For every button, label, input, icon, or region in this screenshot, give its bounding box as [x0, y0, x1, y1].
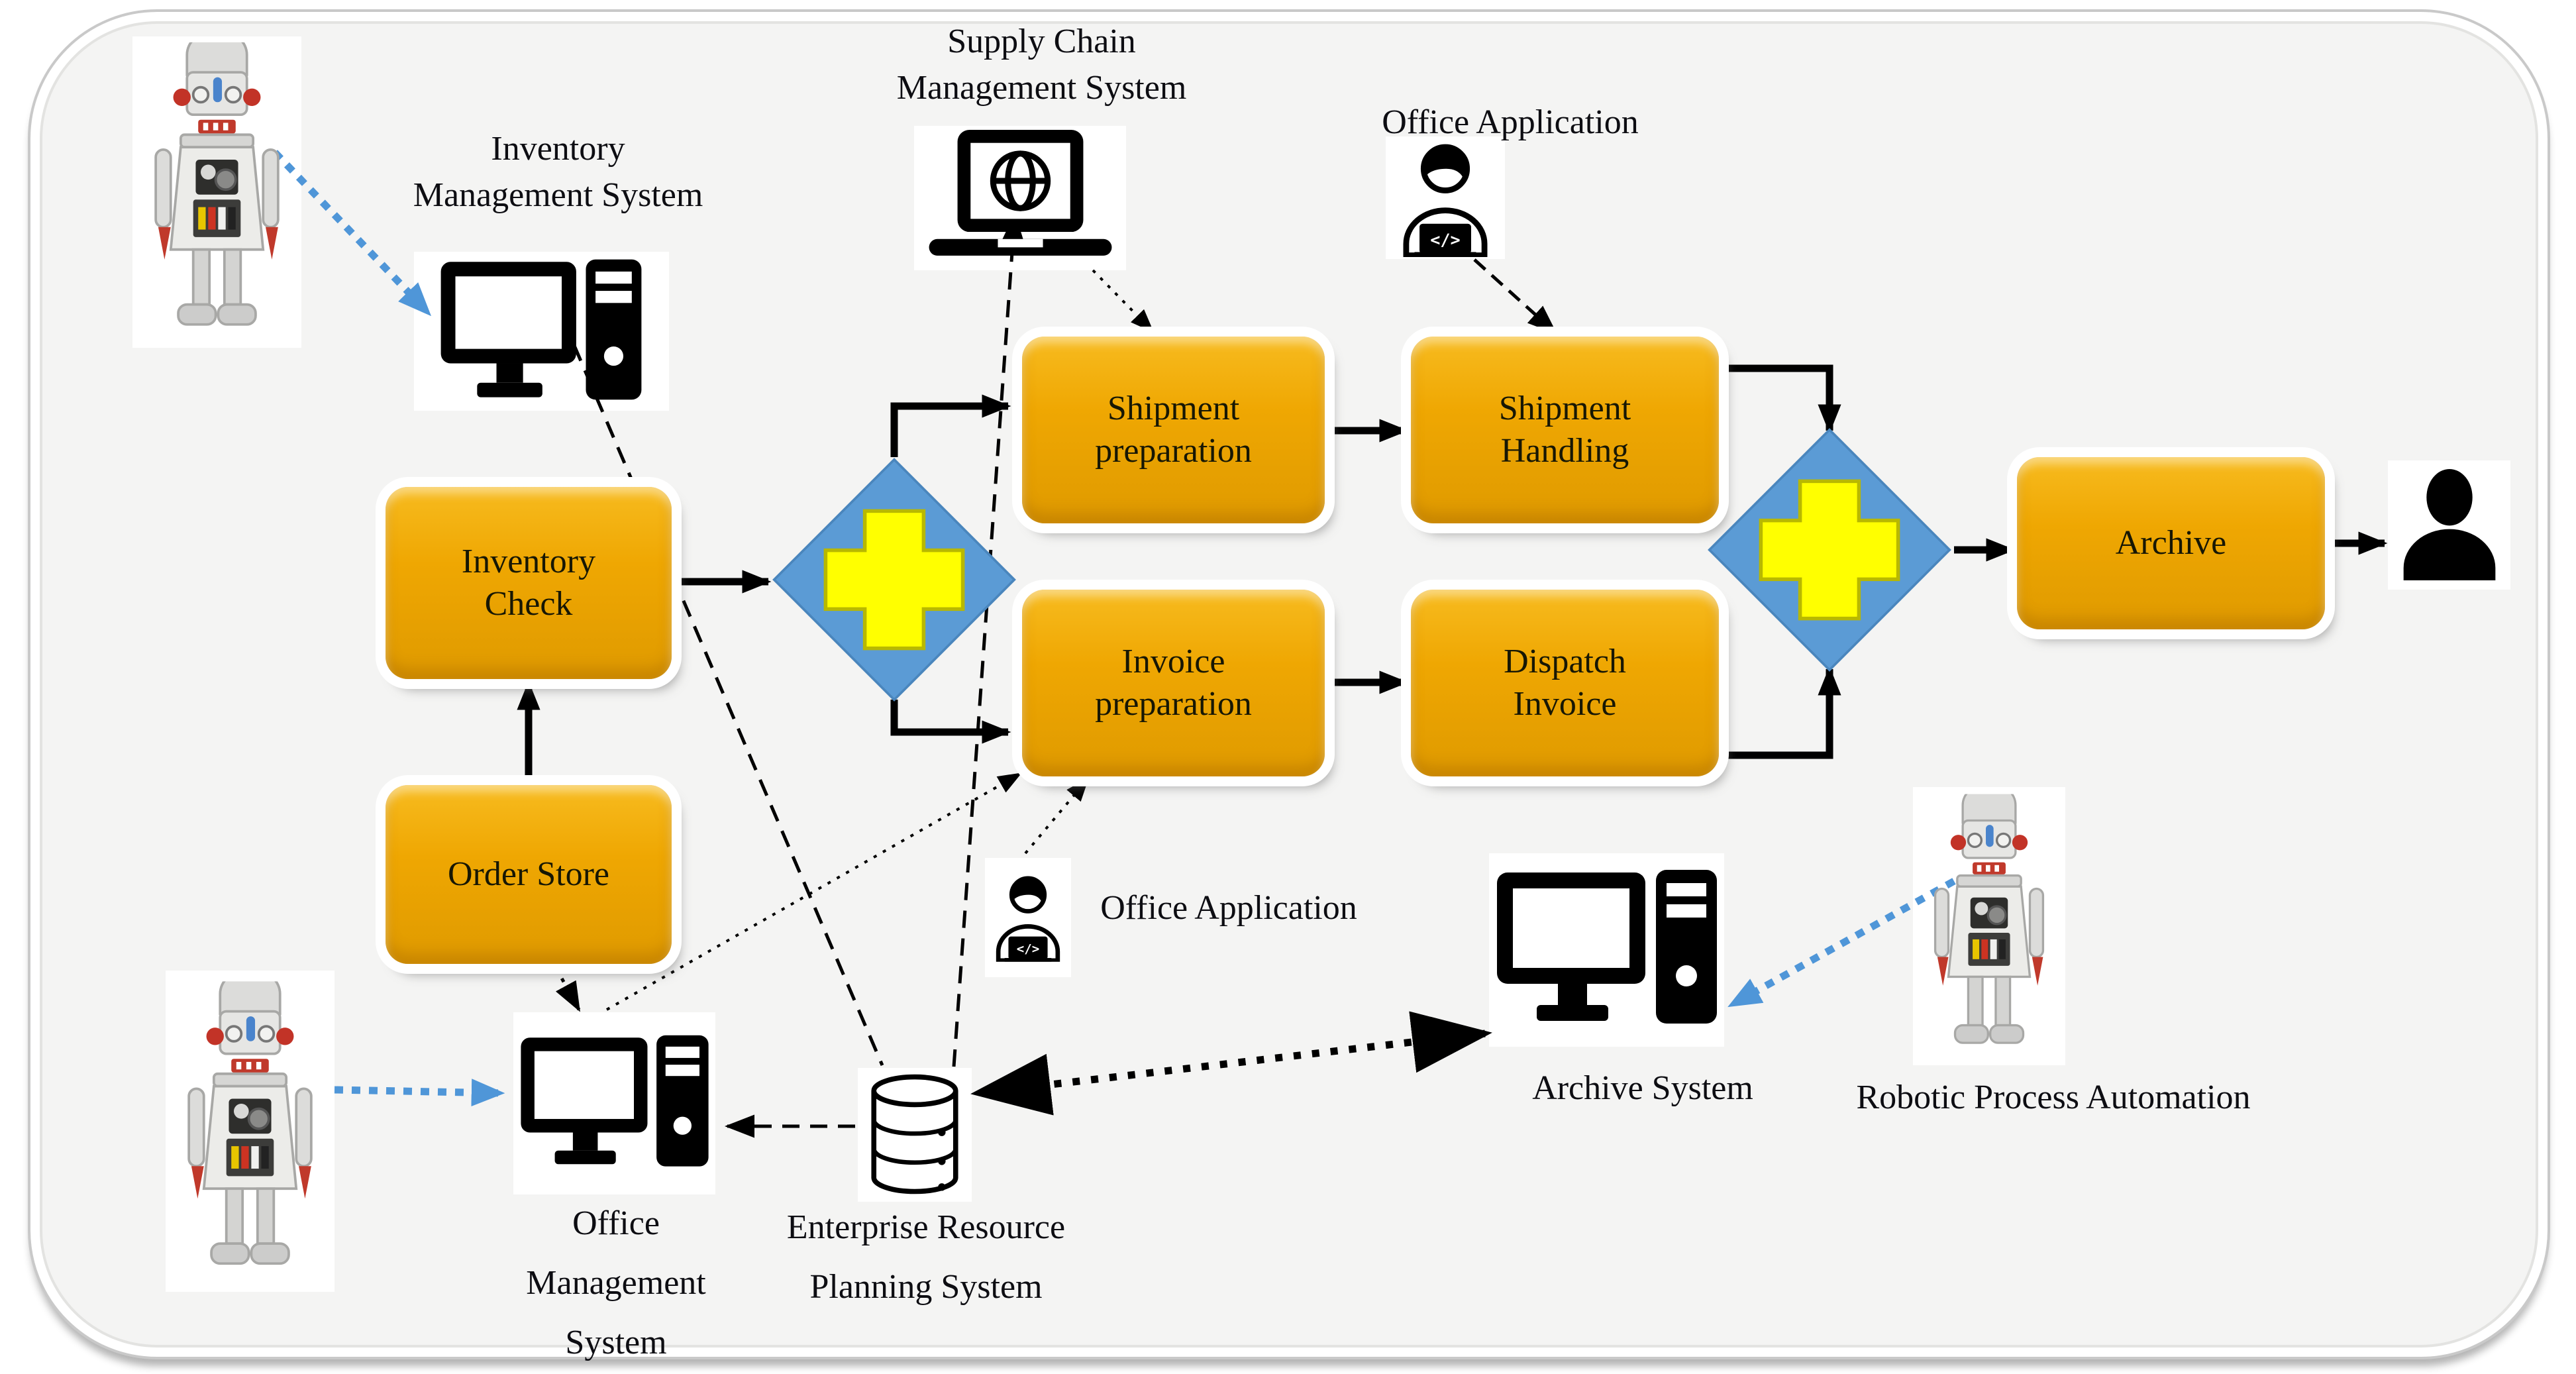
person-coding-laptop-icon	[987, 861, 1069, 974]
task-archive: Archive	[2017, 457, 2325, 629]
task-label: preparation	[1095, 685, 1252, 723]
label-archive-system: Archive System	[1532, 1069, 1753, 1107]
task-label: Invoice	[1513, 685, 1617, 723]
assoc-scm-to-shipment-preparation	[1092, 269, 1155, 333]
assoc-erp-to-scm	[952, 213, 1025, 1067]
task-label: preparation	[1095, 432, 1252, 470]
desktop-computer-icon	[422, 257, 660, 408]
toy-robot-image	[1918, 790, 2061, 1063]
flow-shipment-handling-to-gateway2	[1721, 364, 1841, 434]
desktop-computer-icon	[519, 1018, 711, 1190]
task-label: Invoice	[1121, 643, 1225, 680]
parallel-gateway-icon	[1707, 427, 1952, 672]
assoc-archive-system-to-erp	[970, 1011, 1492, 1116]
person-coding-laptop-icon	[1390, 140, 1501, 257]
rpa-arrow-robot2-to-oms	[334, 1079, 505, 1106]
parallel-gateway-icon	[772, 457, 1017, 702]
flow-gateway1-to-shipment-preparation	[890, 394, 1011, 457]
task-label: Inventory	[461, 543, 596, 580]
label-robotic-process-automation: Robotic Process Automation	[1856, 1079, 2251, 1116]
flow-gateway1-to-invoice-preparation	[890, 700, 1011, 744]
task-invoice-preparation: Invoice preparation	[1022, 590, 1325, 776]
flow-dispatch-invoice-to-gateway2	[1721, 666, 1841, 759]
task-inventory-check: Inventory Check	[386, 487, 672, 679]
task-shipment-preparation: Shipment preparation	[1022, 337, 1325, 523]
label-enterprise-resource-planning-system: Enterprise Resource Planning System	[786, 1208, 1066, 1306]
label-office-application-top: Office Application	[1382, 103, 1639, 141]
label-office-application-bottom: Office Application	[1100, 889, 1357, 927]
task-label: Handling	[1500, 432, 1629, 470]
label-office-management-system: Office Management System	[526, 1204, 706, 1361]
label-supply-chain-management-system: Supply Chain Management System	[896, 23, 1187, 107]
assoc-office-application-top-to-shipment-handling	[1473, 258, 1557, 335]
laptop-globe-icon	[919, 130, 1121, 266]
assoc-office-application-bottom-to-invoice-preparation	[1024, 777, 1090, 855]
task-label: Shipment	[1107, 390, 1240, 427]
task-dispatch-invoice: Dispatch Invoice	[1411, 590, 1719, 776]
task-label: Check	[484, 585, 573, 623]
rpa-arrow-robot1-to-ims	[272, 150, 432, 317]
task-order-store: Order Store	[386, 785, 672, 964]
desktop-computer-icon	[1494, 859, 1720, 1041]
person-silhouette-icon	[2396, 465, 2502, 584]
task-label: Order Store	[447, 855, 610, 893]
rpa-arrow-robot3-to-archive-system	[1727, 878, 1956, 1009]
label-inventory-management-system: Inventory Management System	[413, 130, 703, 214]
task-label: Shipment	[1498, 390, 1631, 427]
task-label: Archive	[2115, 524, 2227, 562]
assoc-order-store-to-oms	[554, 967, 581, 1012]
toy-robot-image	[136, 40, 298, 344]
toy-robot-image	[169, 974, 331, 1289]
task-label: Dispatch	[1504, 643, 1626, 680]
database-cylinder-icon	[862, 1072, 967, 1198]
assoc-ims-to-erp	[561, 319, 884, 1066]
task-shipment-handling: Shipment Handling	[1411, 337, 1719, 523]
